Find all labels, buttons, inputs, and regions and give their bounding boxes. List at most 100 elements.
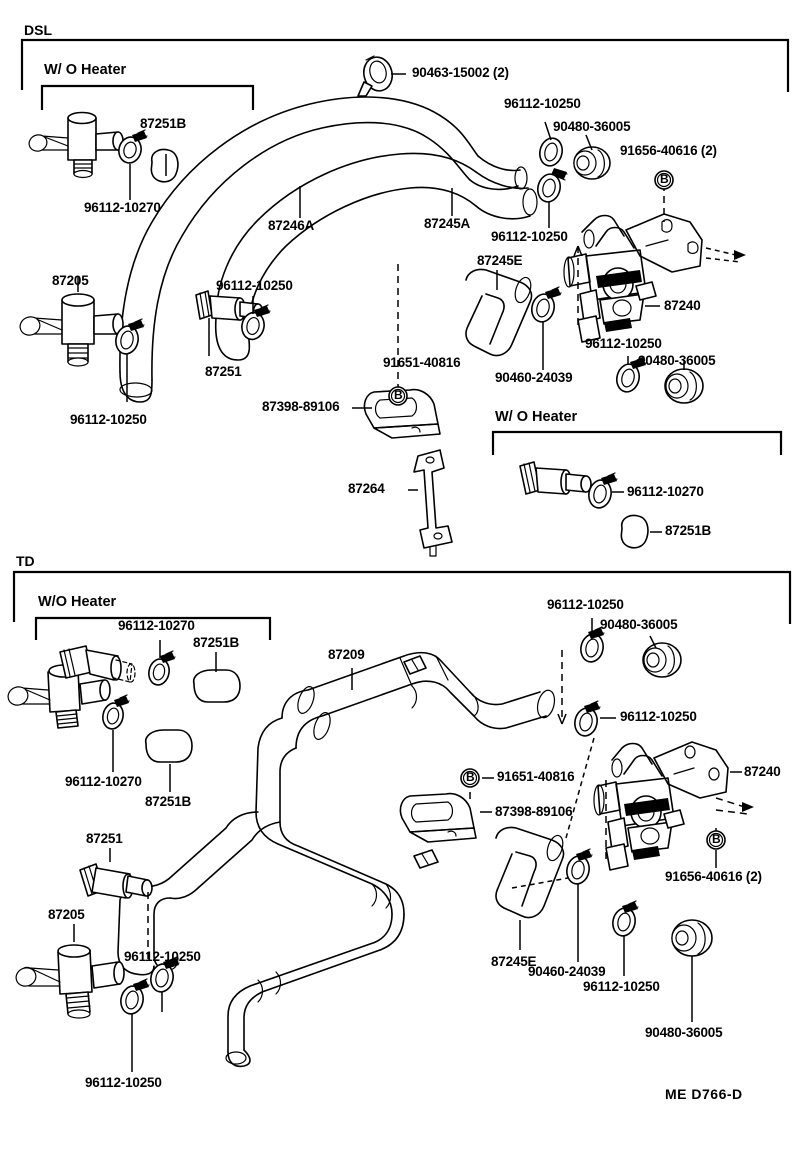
balloon-letter-dsl-91656: B [660, 172, 669, 186]
callout-td-90480-36005-a: 90480-36005 [600, 617, 678, 632]
callout-td-90460-24039: 90460-24039 [528, 964, 606, 979]
dsl-wo-heater-right-bracket [491, 430, 783, 455]
dsl-balloon-91656 [654, 170, 674, 190]
dsl-grommet-90480-36005 [573, 146, 611, 180]
callout-dsl-96112-10250-c: 96112-10250 [216, 278, 293, 293]
td-wo-valve-87205 [7, 645, 136, 729]
callout-dsl-96112-10250-b: 96112-10250 [491, 229, 568, 244]
td-balloon-91656 [706, 830, 726, 850]
dsl-connector-87251 [195, 290, 264, 321]
callout-87246A: 87246A [268, 218, 315, 233]
td-clamp-bracket-87398-89106 [399, 792, 477, 843]
td-arrowhead-87240 [742, 802, 754, 812]
callout-dsl-87251B-a: 87251B [140, 116, 187, 131]
callout-td-96112-10250-c: 96112-10250 [124, 949, 201, 964]
td-connector-87251 [79, 863, 153, 899]
dsl-clamp-87251-96112-10250 [241, 304, 271, 341]
callout-dsl-87251-a: 87251 [205, 364, 242, 379]
callout-td-87251B-b: 87251B [145, 794, 192, 809]
td-clamp-90460-24039 [566, 848, 593, 885]
dsl-arrow-96112 [573, 245, 583, 257]
callout-dsl-91651-40816: 91651-40816 [383, 355, 461, 370]
callout-dsl-87245E: 87245E [477, 253, 523, 268]
balloon-letter-dsl-91651: B [394, 388, 403, 402]
dsl-hose-87245E [465, 268, 533, 357]
dsl-valve-assembly-87240 [563, 213, 703, 343]
callout-dsl-87205-a: 87205 [52, 273, 89, 288]
dsl-clamp-87205-96112-10250 [115, 318, 145, 355]
callout-td-90480-36005-b: 90480-36005 [645, 1025, 723, 1040]
td-hose-87209 [117, 651, 556, 1068]
td-clamp-upper-right-96112-10250 [580, 626, 605, 663]
td-valve-87205 [15, 944, 125, 1019]
dsl-hose-87245A [214, 152, 538, 361]
dsl-clamp-right-lower-96112-10250 [537, 173, 561, 203]
callout-dsl-87240: 87240 [664, 298, 701, 313]
td-hose-87245E [495, 826, 565, 919]
lead-d3 [585, 134, 593, 151]
callout-dsl-96112-10250-e: 96112-10250 [585, 336, 662, 351]
callout-87245A: 87245A [424, 216, 471, 231]
callout-td-87240: 87240 [744, 764, 781, 779]
td-panel-frame [12, 570, 792, 624]
callout-87209: 87209 [328, 647, 365, 662]
dsl-wo-cap-87251B [150, 148, 179, 183]
callout-dsl-87264: 87264 [348, 481, 385, 496]
callout-td-96112-10250-a: 96112-10250 [547, 597, 624, 612]
callout-dsl-96112-10250-d: 96112-10250 [70, 412, 147, 427]
dsl-wo-valve-87205 [28, 111, 124, 179]
callout-dsl-91656-40616: 91656-40616 (2) [620, 143, 717, 158]
sheet-footer-code: ME D766-D [665, 1086, 743, 1102]
td-wo-clamp-lower-96112-10270 [102, 694, 130, 730]
callout-td-96112-10270-a: 96112-10270 [118, 618, 195, 633]
dsl-clamp-lower-96112-10250 [616, 356, 647, 393]
panel-tag-td: TD [16, 553, 35, 569]
callout-dsl-90460-24039: 90460-24039 [495, 370, 573, 385]
dsl-wo-heater-left-bracket [40, 84, 255, 110]
td-wo-cap-upper-87251B [192, 669, 241, 703]
callout-td-96112-10250-d: 96112-10250 [583, 979, 660, 994]
td-dash-90460 [511, 877, 569, 889]
dsl-grommet-lower-90480-36005 [664, 368, 704, 404]
callout-td-96112-10250-e: 96112-10250 [85, 1075, 162, 1090]
td-grommet-upper-90480-36005 [642, 642, 682, 678]
td-hose-clip-mid [413, 849, 439, 869]
dsl-wo-right-connector [519, 461, 592, 495]
callout-dsl-90480-36005-a: 90480-36005 [553, 119, 631, 134]
callout-dsl-90480-36005-b: 90480-36005 [638, 353, 716, 368]
td-clamp-mid-right-96112-10250 [574, 700, 601, 737]
dsl-clamp-bracket-87398-89106 [363, 388, 441, 439]
td-clamp-87205-96112-10250 [120, 978, 150, 1015]
dsl-valve-87205 [19, 293, 124, 367]
callout-dsl-87251B-b: 87251B [665, 523, 712, 538]
td-grommet-bottom-90480-36005 [671, 919, 713, 957]
dsl-clamp-90460-24039 [531, 286, 562, 323]
group-label-dsl-wo-heater-right: W/ O Heater [495, 409, 578, 425]
lead-d2 [544, 121, 552, 141]
dsl-arrowhead-87240 [734, 250, 746, 260]
callout-90463-15002: 90463-15002 (2) [412, 65, 509, 80]
td-arrow-clip [557, 713, 567, 725]
td-balloon-91651 [460, 768, 480, 788]
callout-dsl-96112-10270-a: 96112-10270 [84, 200, 161, 215]
dsl-bracket-87264 [413, 449, 453, 557]
lead-t5 [649, 635, 657, 649]
td-hose-clip-upper [403, 655, 427, 675]
dsl-wo-clamp-96112-10270 [118, 129, 148, 164]
callout-dsl-96112-10250-a: 96112-10250 [504, 96, 581, 111]
td-clamp-bottom-96112-10250 [612, 900, 639, 937]
callout-td-91651-40816: 91651-40816 [497, 769, 575, 784]
td-clamp-87251-96112-10250 [150, 956, 180, 993]
dsl-hose-87246A [119, 96, 528, 403]
callout-td-87251-a: 87251 [86, 831, 123, 846]
callout-td-96112-10250-b: 96112-10250 [620, 709, 697, 724]
td-dash-link [565, 737, 595, 839]
dsl-clamp-90463-15002 [357, 55, 393, 97]
callout-td-87398-89106: 87398-89106 [495, 804, 573, 819]
td-wo-heater-bracket [34, 616, 272, 640]
balloon-letter-td-91656: B [712, 832, 721, 846]
dsl-wo-right-cap-87251B [620, 514, 649, 549]
callout-td-87251B-a: 87251B [193, 635, 240, 650]
dsl-wo-right-clamp-96112-10270 [588, 472, 618, 509]
